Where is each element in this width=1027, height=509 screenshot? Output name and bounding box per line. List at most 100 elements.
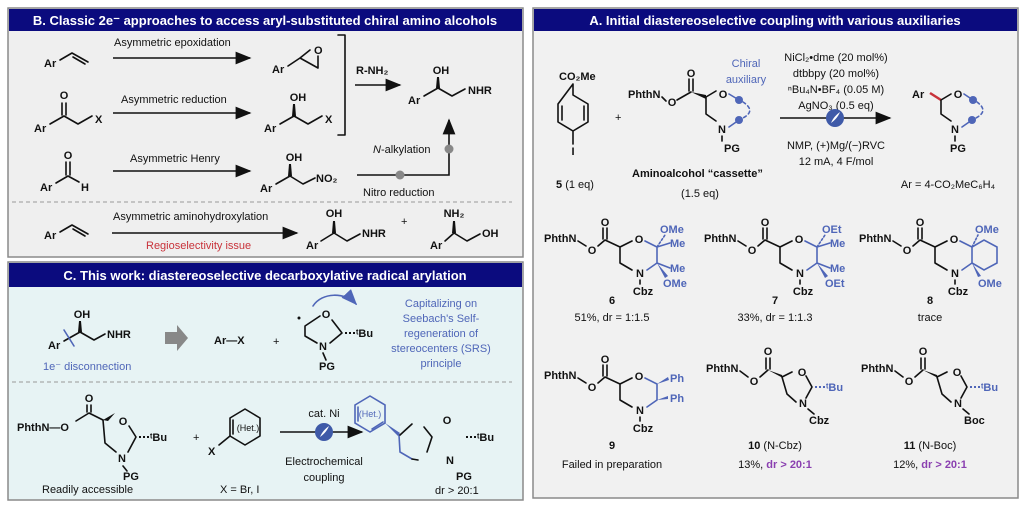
arene-x: X: [208, 446, 216, 458]
svg-text:N: N: [951, 268, 959, 280]
two-step-arrow: [357, 118, 456, 176]
cassette-pg: PG: [724, 143, 740, 155]
compound-10: PhthN O O O N Cbz ᵗBu: [706, 346, 843, 427]
svg-text:N: N: [796, 268, 804, 280]
henry-label: Asymmetric Henry: [130, 153, 220, 165]
svg-text:Me: Me: [830, 263, 845, 275]
compound-8: PhthN O O O N Cbz OMe OMe: [859, 217, 1002, 298]
svg-text:regeneration of: regeneration of: [404, 328, 479, 340]
method-label-2: coupling: [304, 472, 345, 484]
product-tbu: ᵗBu: [477, 432, 494, 444]
svg-text:Cbz: Cbz: [793, 286, 814, 298]
product-pg: PG: [950, 143, 966, 155]
srs-arrow: [312, 289, 358, 307]
panel-a-header: [534, 9, 1017, 31]
svg-text:O: O: [588, 245, 597, 257]
product-o: O: [443, 415, 452, 427]
epoxidation-label: Asymmetric epoxidation: [114, 37, 231, 49]
svg-text:O: O: [750, 376, 759, 388]
compound-9-result: Failed in preparation: [562, 459, 662, 471]
halohydrin-ar: Ar: [264, 123, 277, 135]
svg-text:O: O: [919, 346, 928, 358]
step-dot: [395, 170, 405, 180]
svg-text:O: O: [635, 234, 644, 246]
ketone-x: X: [95, 114, 103, 126]
target-ar: Ar: [408, 95, 421, 107]
svg-text:O: O: [601, 354, 610, 366]
panel-b-title: B. Classic 2e⁻ approaches to access aryl…: [33, 13, 497, 28]
svg-text:Cbz: Cbz: [633, 286, 654, 298]
svg-text:PhthN: PhthN: [859, 233, 891, 245]
retrosynthesis-arrow-icon: [165, 325, 188, 351]
svg-text:O: O: [761, 217, 770, 229]
panel-c: C. This work: diastereoselective decarbo…: [7, 261, 524, 501]
panel-c-header: [9, 263, 522, 287]
conditions: NiCl₂•dme (20 mol%) dtbbpy (20 mol%) ⁿBu…: [784, 52, 887, 168]
oxazolidine-o: O: [322, 309, 331, 321]
svg-text:Seebach's Self-: Seebach's Self-: [403, 313, 480, 325]
svg-text:Me: Me: [670, 238, 685, 250]
radical-dot: [297, 316, 301, 320]
product-n: N: [951, 124, 959, 136]
amine-reagent: R-NH₂: [356, 65, 388, 77]
product-n: N: [446, 455, 454, 467]
svg-text:OMe: OMe: [660, 224, 684, 236]
svg-text:AgNO₃ (0.5 eq): AgNO₃ (0.5 eq): [798, 100, 873, 112]
oxazolidine-n: N: [319, 341, 327, 353]
cassette-o-ester: O: [668, 97, 677, 109]
compound-11-id: 11 (N-Boc): [904, 440, 957, 452]
cassette-eq: (1.5 eq): [681, 188, 719, 200]
sm-phthn-o: PhthN—O: [17, 422, 69, 434]
svg-text:NMP, (+)Mg/(−)RVC: NMP, (+)Mg/(−)RVC: [787, 140, 885, 152]
halohydrin-oh: OH: [290, 92, 307, 104]
reduction-label: Asymmetric reduction: [121, 94, 227, 106]
regioselectivity-issue: Regioselectivity issue: [146, 240, 251, 252]
sm-note: Readily accessible: [42, 484, 133, 496]
nitroalcohol-no2: NO₂: [316, 173, 338, 185]
svg-text:Capitalizing on: Capitalizing on: [405, 298, 477, 310]
retro-ar: Ar: [48, 340, 61, 352]
compound-10-id: 10 (N-Cbz): [748, 440, 802, 452]
svg-text:O: O: [903, 245, 912, 257]
aux-dot: [735, 116, 743, 124]
p1-nhr: NHR: [362, 228, 386, 240]
svg-text:N: N: [636, 268, 644, 280]
svg-text:O: O: [748, 245, 757, 257]
styrene-ar: Ar: [44, 58, 57, 70]
srs-note: Capitalizing on Seebach's Self- regenera…: [391, 298, 491, 370]
sm-n: N: [118, 453, 126, 465]
svg-text:Ph: Ph: [670, 393, 684, 405]
compound-11-result: 12%, dr > 20:1: [893, 459, 967, 471]
panel-b: B. Classic 2e⁻ approaches to access aryl…: [7, 7, 524, 258]
svg-text:PhthN: PhthN: [706, 363, 738, 375]
svg-text:O: O: [905, 376, 914, 388]
x-note: X = Br, I: [220, 484, 259, 496]
chiral-aux-label-1: Chiral: [732, 58, 761, 70]
svg-text:Ph: Ph: [670, 373, 684, 385]
svg-text:OMe: OMe: [978, 278, 1002, 290]
aldehyde-o: O: [64, 150, 73, 162]
compound-7: PhthN O O O N Cbz OEt Me Me OEt: [704, 217, 845, 298]
retro-nhr: NHR: [107, 329, 131, 341]
p2-nh2: NH₂: [444, 208, 465, 220]
p2-oh: OH: [482, 228, 499, 240]
aux-dot: [968, 116, 976, 124]
svg-text:stereocenters (SRS): stereocenters (SRS): [391, 343, 491, 355]
nitroalcohol-ar: Ar: [260, 183, 273, 195]
product-pg: PG: [456, 471, 472, 483]
product-het-label: (Het.): [359, 409, 382, 419]
svg-text:PhthN: PhthN: [544, 370, 576, 382]
aminohydroxylation-label: Asymmetric aminohydroxylation: [113, 211, 268, 223]
svg-text:O: O: [601, 217, 610, 229]
oxazolidine-tbu: ᵗBu: [356, 328, 373, 340]
method-label-1: Electrochemical: [285, 456, 363, 468]
svg-text:O: O: [764, 346, 773, 358]
svg-text:PhthN: PhthN: [704, 233, 736, 245]
svg-text:N: N: [636, 405, 644, 417]
compound-8-id: 8: [927, 295, 933, 307]
svg-text:O: O: [950, 234, 959, 246]
svg-text:O: O: [953, 367, 962, 379]
svg-text:ᵗBu: ᵗBu: [981, 382, 998, 394]
svg-text:PhthN: PhthN: [861, 363, 893, 375]
